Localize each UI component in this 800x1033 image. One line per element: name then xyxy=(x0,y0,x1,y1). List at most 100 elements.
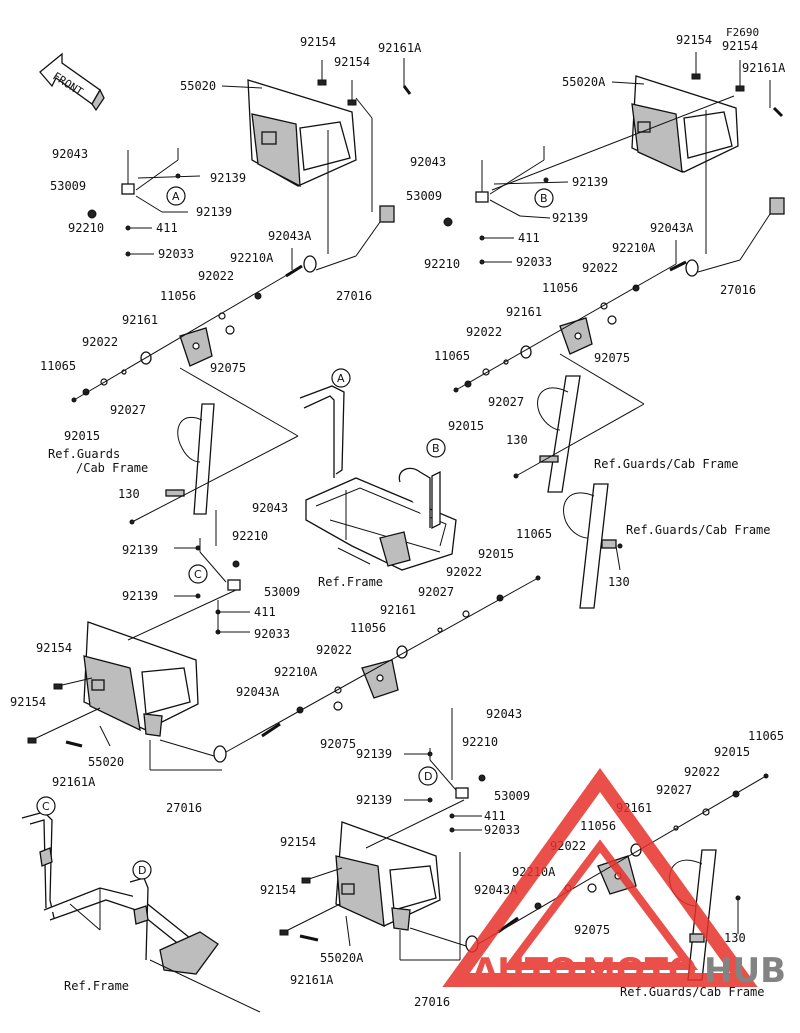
label-92043a-d: 92043A xyxy=(474,883,518,897)
lower-left-frame xyxy=(21,811,261,1013)
label-411-b: 411 xyxy=(518,231,540,245)
label-92075-b: 92075 xyxy=(594,351,630,365)
label-92027-b: 92027 xyxy=(488,395,524,409)
label-11065-c: 11065 xyxy=(516,527,552,541)
svg-text:B: B xyxy=(432,442,440,455)
svg-text:A: A xyxy=(172,190,180,203)
label-92022-e: 92022 xyxy=(316,643,352,657)
label-92139-g: 92139 xyxy=(356,747,392,761)
ref-guards-cab-label-c: Ref.Guards/Cab Frame xyxy=(626,523,771,537)
ref-frame-label-b: Ref.Frame xyxy=(64,979,129,993)
label-27016-b: 27016 xyxy=(720,283,756,297)
label-92043a-b: 92043A xyxy=(650,221,694,235)
label-92139-d: 92139 xyxy=(552,211,588,225)
label-92154-b: 92154 xyxy=(334,55,370,69)
callout-d xyxy=(418,766,438,786)
svg-text:D: D xyxy=(138,864,146,877)
label-92027-d: 92027 xyxy=(656,783,692,797)
svg-text:D: D xyxy=(424,770,432,783)
label-92161a-d: 92161A xyxy=(290,973,334,987)
label-55020-a: 55020 xyxy=(180,79,216,93)
svg-text:C: C xyxy=(42,800,50,813)
label-92033-c: 92033 xyxy=(254,627,290,641)
svg-text:B: B xyxy=(540,192,548,205)
label-92210-a: 92210 xyxy=(68,221,104,235)
label-411-d: 411 xyxy=(484,809,506,823)
diagram-code: F2690 xyxy=(726,26,759,39)
headlight-housing-upper-right xyxy=(631,75,739,174)
callout-a-frame xyxy=(331,368,351,388)
label-55020a-b: 55020A xyxy=(320,951,364,965)
ref-guards-label-a: Ref.Guards xyxy=(48,447,120,461)
label-92022-c: 92022 xyxy=(582,261,618,275)
label-92043-b: 92043 xyxy=(410,155,446,169)
label-92154-a: 92154 xyxy=(300,35,336,49)
svg-text:A: A xyxy=(337,372,345,385)
guard-bar-upper-right xyxy=(537,375,581,493)
label-92022-d: 92022 xyxy=(466,325,502,339)
guard-bar-upper-left xyxy=(165,403,215,515)
label-92154-g: 92154 xyxy=(280,835,316,849)
label-130-c: 130 xyxy=(608,575,630,589)
callout-c-frame xyxy=(36,796,56,816)
middle-left-assembly: C xyxy=(27,483,623,771)
label-11056-a: 11056 xyxy=(160,289,196,303)
label-11065-b: 11065 xyxy=(434,349,470,363)
label-92033-a: 92033 xyxy=(158,247,194,261)
label-92139-h: 92139 xyxy=(356,793,392,807)
label-92161a-c: 92161A xyxy=(52,775,96,789)
label-27016-a: 27016 xyxy=(336,289,372,303)
upper-right-assembly: B xyxy=(443,52,785,493)
label-53009-a: 53009 xyxy=(50,179,86,193)
label-92075-a: 92075 xyxy=(210,361,246,375)
ref-guards-cab-label-d: Ref.Guards/Cab Frame xyxy=(620,985,765,999)
label-92154-e: 92154 xyxy=(36,641,72,655)
label-411-c: 411 xyxy=(254,605,276,619)
label-92210a-b: 92210A xyxy=(612,241,656,255)
label-92043-c: 92043 xyxy=(252,501,288,515)
callout-c xyxy=(188,564,208,584)
label-92022-f: 92022 xyxy=(446,565,482,579)
label-92210-d: 92210 xyxy=(462,735,498,749)
label-130-d: 130 xyxy=(724,931,746,945)
label-92210-b: 92210 xyxy=(424,257,460,271)
label-11065-a: 11065 xyxy=(40,359,76,373)
headlight-housing-lower-right xyxy=(335,821,441,931)
label-53009-d: 53009 xyxy=(494,789,530,803)
label-92139-b: 92139 xyxy=(196,205,232,219)
label-130-a: 130 xyxy=(118,487,140,501)
label-92210-c: 92210 xyxy=(232,529,268,543)
automotohub-watermark: AUTO MOTO HUB xyxy=(442,768,786,991)
center-frame xyxy=(299,385,457,571)
label-92161-a: 92161 xyxy=(122,313,158,327)
label-92022-a: 92022 xyxy=(198,269,234,283)
label-27016-d: 27016 xyxy=(414,995,450,1009)
label-92210a-a: 92210A xyxy=(230,251,274,265)
label-92022-b: 92022 xyxy=(82,335,118,349)
label-92161a-a: 92161A xyxy=(378,41,422,55)
label-92139-f: 92139 xyxy=(122,589,158,603)
upper-left-assembly: A xyxy=(71,58,412,525)
label-92022-h: 92022 xyxy=(684,765,720,779)
label-53009-c: 53009 xyxy=(264,585,300,599)
label-130-b: 130 xyxy=(506,433,528,447)
ref-guards-cab-label-b: Ref.Guards/Cab Frame xyxy=(594,457,739,471)
label-92033-d: 92033 xyxy=(484,823,520,837)
headlight-housing-middle-left xyxy=(83,621,199,737)
label-11056-b: 11056 xyxy=(542,281,578,295)
watermark-hub: HUB xyxy=(704,951,786,991)
headlight-housing-upper-left xyxy=(247,79,357,188)
label-92075-c: 92075 xyxy=(320,737,356,751)
label-92139-a: 92139 xyxy=(210,171,246,185)
label-92043-d: 92043 xyxy=(486,707,522,721)
ref-frame-label-a: Ref.Frame xyxy=(318,575,383,589)
label-92015-a: 92015 xyxy=(64,429,100,443)
label-92015-c: 92015 xyxy=(478,547,514,561)
label-92154-f: 92154 xyxy=(10,695,46,709)
label-11056-d: 11056 xyxy=(580,819,616,833)
watermark-auto: AUTO xyxy=(472,951,577,991)
label-92139-e: 92139 xyxy=(122,543,158,557)
callout-b-frame xyxy=(426,438,446,458)
label-92154-h: 92154 xyxy=(260,883,296,897)
